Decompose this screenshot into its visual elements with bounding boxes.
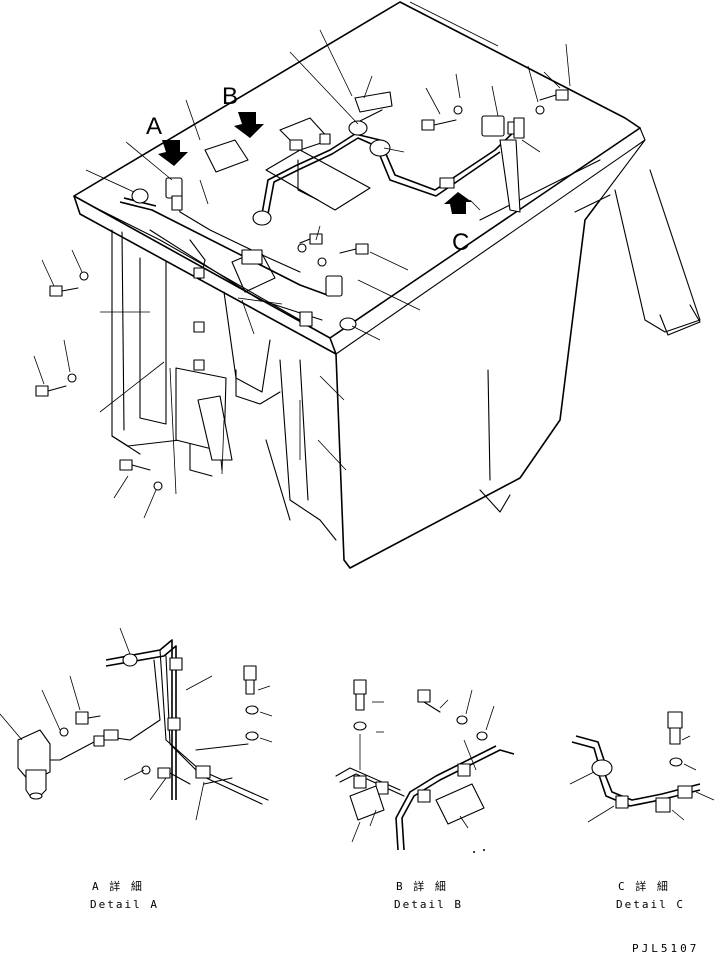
drawing-code: PJL5107 — [632, 942, 699, 955]
main-leader-lines — [33, 1, 571, 519]
arrow-c-icon — [444, 192, 472, 214]
detail-a-caption: Detail A — [90, 898, 159, 911]
detail-a-fasteners — [243, 665, 273, 743]
callout-a: A — [146, 113, 162, 140]
detail-b-drawing — [335, 679, 515, 853]
callout-b: B — [222, 83, 238, 110]
detail-a-caption-jp: A 詳 細 — [92, 879, 144, 893]
main-parts — [35, 89, 569, 491]
detail-b-caption: Detail B — [394, 898, 463, 911]
detail-b-caption-jp: B 詳 細 — [396, 879, 448, 893]
detail-c-drawing — [569, 711, 715, 823]
arrow-b-icon — [234, 112, 264, 138]
arrow-a-icon — [158, 140, 188, 166]
detail-c-caption: Detail C — [616, 898, 685, 911]
cab-roof-assembly — [73, 1, 701, 569]
detail-c-caption-jp: C 詳 細 — [618, 879, 670, 893]
callout-c: C — [452, 229, 469, 256]
detail-a-drawing — [0, 627, 269, 821]
